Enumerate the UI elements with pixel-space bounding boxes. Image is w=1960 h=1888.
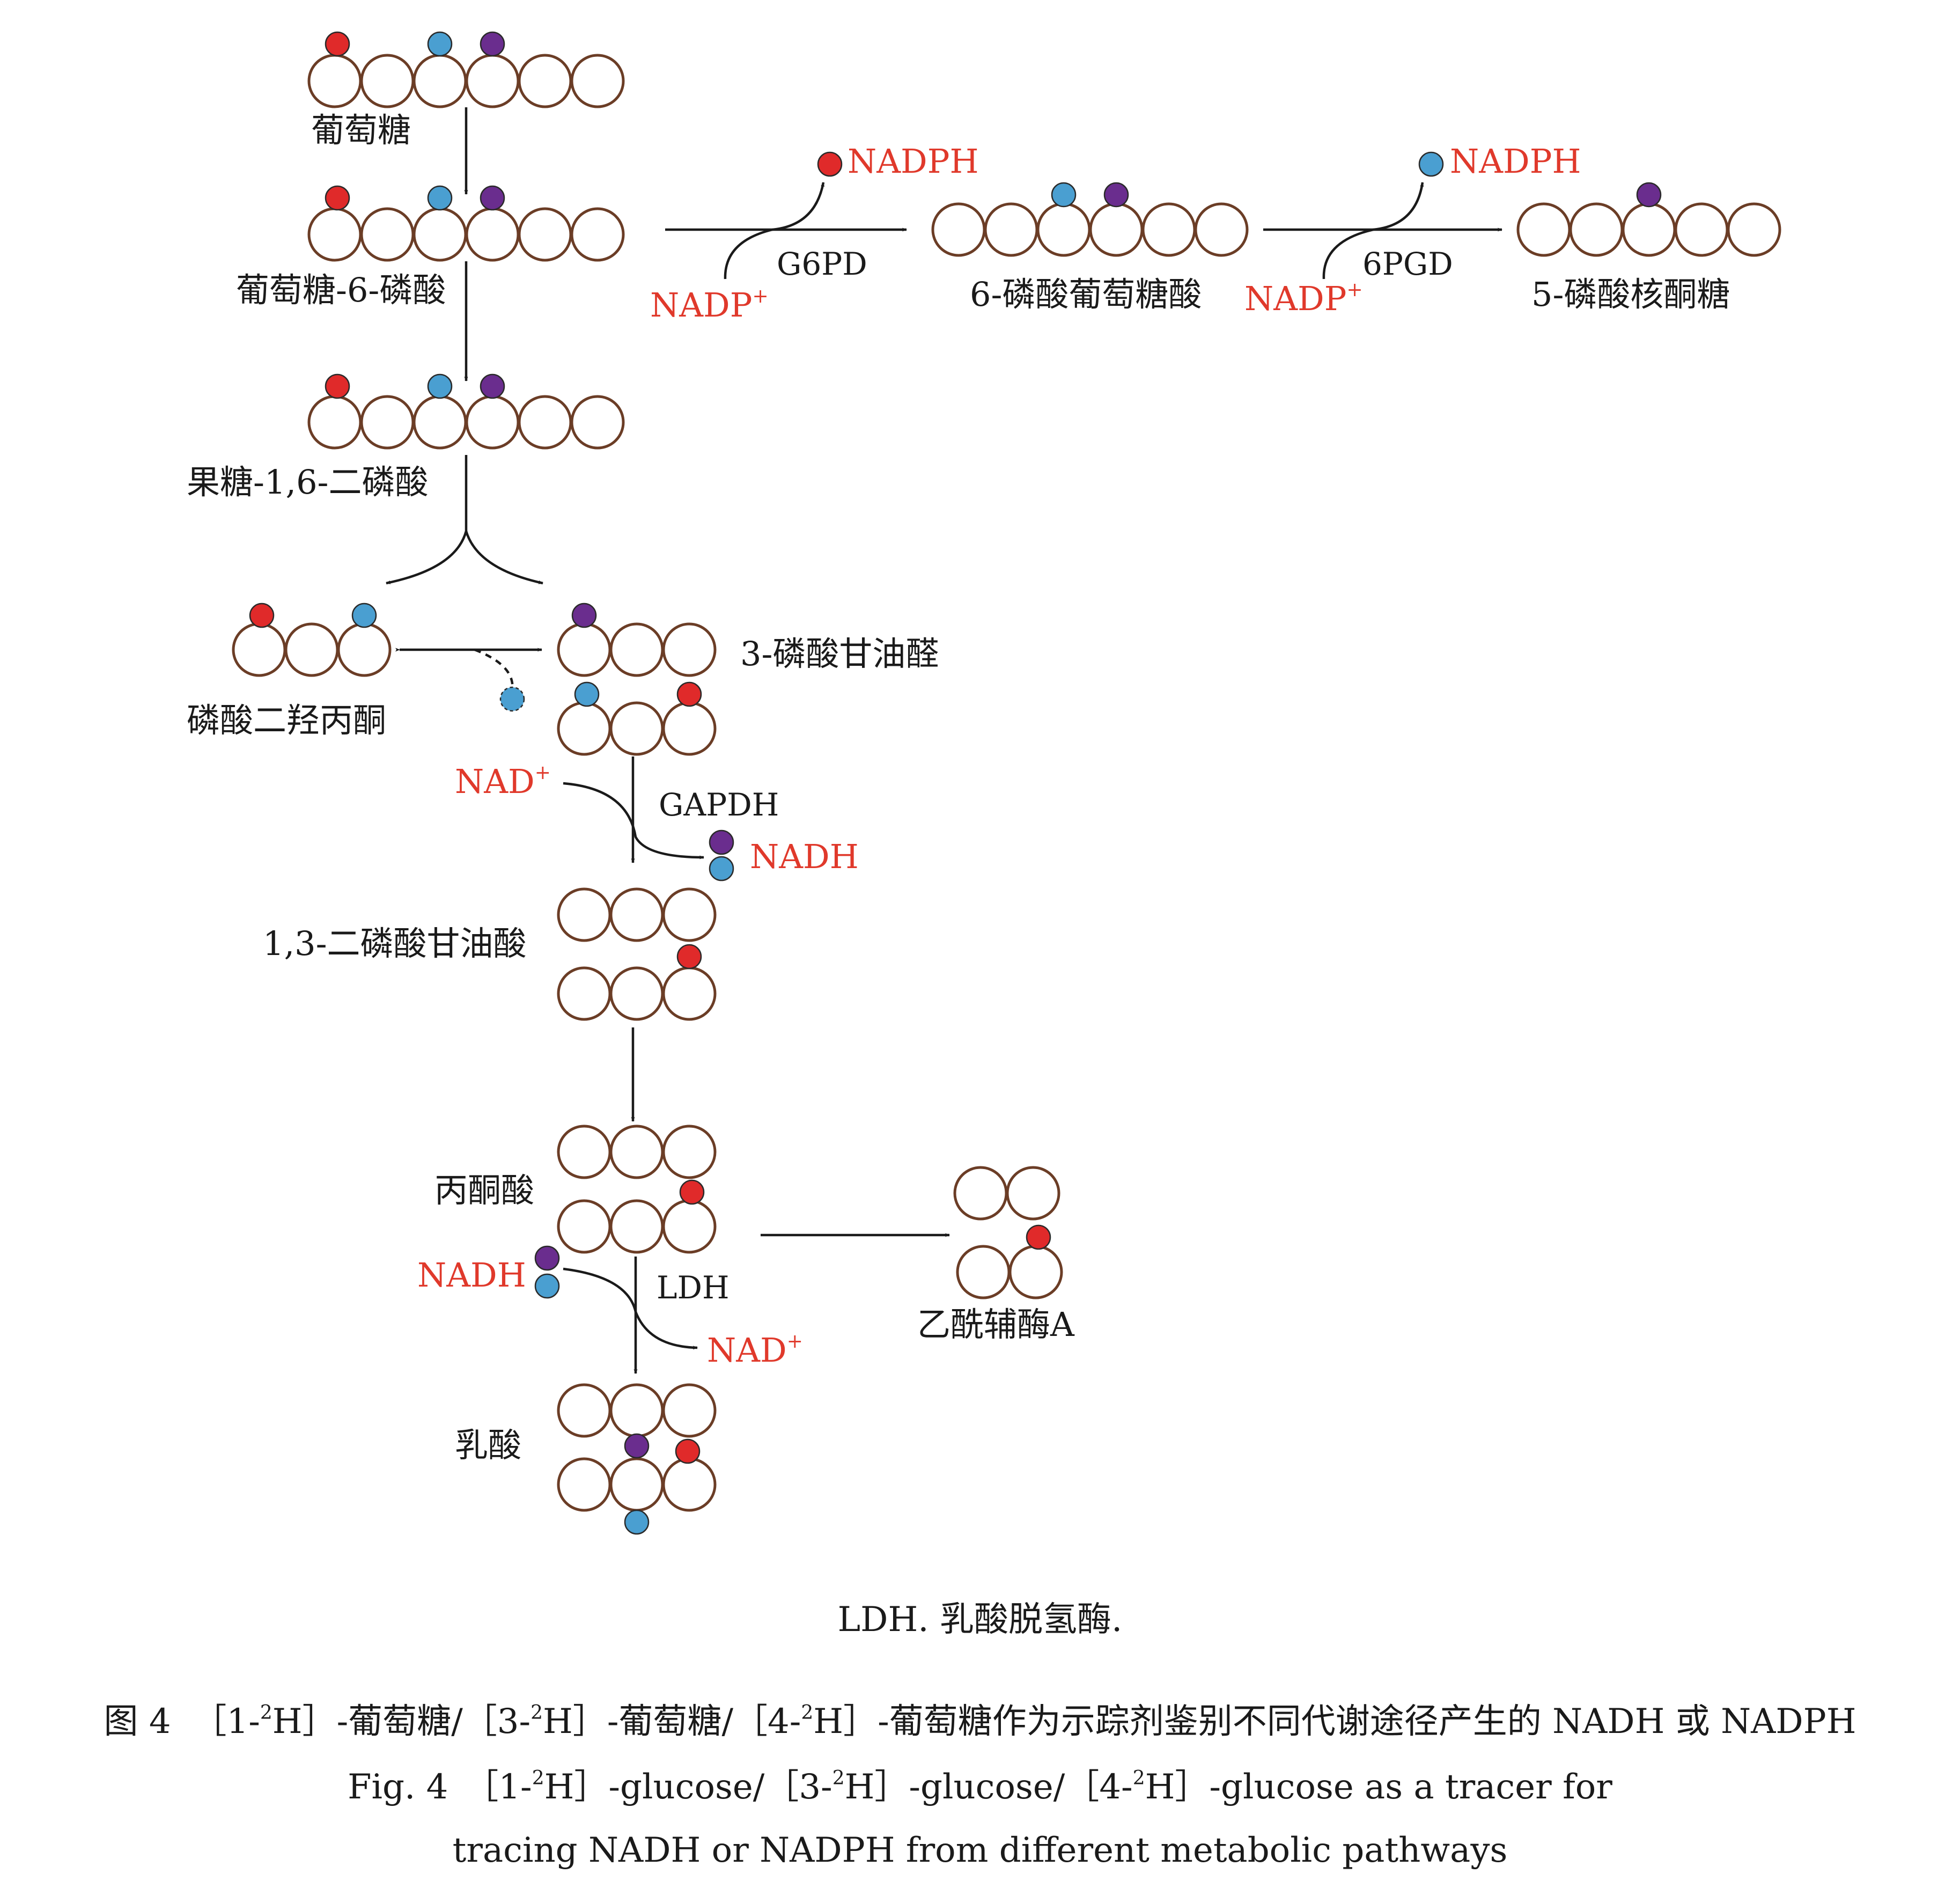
nadp-label-g6pd: NADP+ [650, 285, 769, 325]
dhap-chain [232, 603, 392, 677]
deuterium-c4-atom [624, 1433, 650, 1459]
deuterium-c4-atom [571, 603, 597, 628]
deuterium-c1-atom [679, 1179, 705, 1205]
nadh-label-ldh: NADH [417, 1255, 526, 1295]
abbreviation-legend: LDH. 乳酸脱氢酶. [838, 1600, 1123, 1640]
lactate-chain-b [557, 1433, 717, 1535]
figure-caption-english-line2: tracing NADH or NADPH from different met… [453, 1831, 1508, 1870]
nadh-hydride-blue-atom [534, 1273, 560, 1299]
dhap-label: 磷酸二羟丙酮 [187, 701, 386, 740]
g3p-label: 3-磷酸甘油醛 [740, 634, 939, 673]
pyruvate-label: 丙酮酸 [434, 1171, 534, 1210]
pyruvate-chain-b [557, 1179, 717, 1254]
deuterium-c3-atom [427, 31, 453, 57]
deuterium-c1-atom [1026, 1224, 1051, 1250]
nadh-hydride-blue-atom [709, 856, 734, 881]
bpg-label: 1,3-二磷酸甘油酸 [263, 924, 527, 963]
deuterium-c3-atom [427, 373, 453, 399]
6pg-label: 6-磷酸葡萄糖酸 [970, 275, 1202, 314]
nad-label-gapdh: NAD+ [455, 762, 551, 801]
pyruvate-chain-a [557, 1125, 717, 1179]
glucose-chain [307, 31, 625, 108]
nadh-hydride-purple-atom [534, 1245, 560, 1271]
gapdh-label: GAPDH [659, 787, 779, 823]
lactate-label: 乳酸 [455, 1426, 521, 1465]
deuterium-c3-atom [351, 603, 377, 628]
deuterium-c1-atom [325, 185, 350, 211]
f16bp-label: 果糖-1,6-二磷酸 [187, 462, 429, 502]
exchanged-deuterium-atom [499, 686, 525, 712]
nadp-label-6pgd: NADP+ [1244, 279, 1363, 318]
acetyl-coa-chain-a [953, 1166, 1060, 1221]
deuterium-c4-atom [480, 185, 505, 211]
g6p-label: 葡萄糖-6-磷酸 [236, 270, 446, 310]
acetyl-coa-label: 乙酰辅酶A [917, 1305, 1075, 1344]
nadph-hydride-blue-atom [1418, 151, 1444, 177]
arrow-nadh-to-nad [563, 1267, 698, 1350]
6pgd-label: 6PGD [1362, 246, 1453, 282]
deuterium-c3-atom [574, 681, 600, 707]
lactate-chain-a [557, 1383, 717, 1438]
deuterium-c1-atom [675, 1438, 701, 1464]
acetyl-coa-chain-b [956, 1224, 1063, 1299]
g3p-chain-b [557, 681, 717, 756]
nadh-hydride-purple-atom [709, 829, 734, 855]
figure-caption-english-line1: Fig. 4［1-2H］-glucose/［3-2H］-glucose/［4-2… [348, 1767, 1612, 1807]
deuterium-c1-atom [325, 373, 350, 399]
g3p-chain-a [557, 603, 717, 677]
f16bp-chain [307, 373, 625, 450]
arrow-nad-to-nadh [563, 782, 704, 859]
deuterium-c4-atom [1103, 182, 1129, 208]
nad-label-ldh: NAD+ [707, 1331, 803, 1370]
nadph-label-g6pd: NADPH [848, 142, 979, 181]
bpg-chain-b [557, 944, 717, 1021]
ru5p-chain [1516, 182, 1781, 257]
dashed-exchange-arrow [474, 648, 514, 690]
deuterium-c3-atom [427, 185, 453, 211]
arrow-aldolase-left [386, 455, 468, 585]
ldh-label: LDH [657, 1269, 730, 1306]
deuterium-c3-atom [624, 1509, 650, 1535]
deuterium-c1-atom [676, 944, 702, 969]
deuterium-c3-atom [1051, 182, 1077, 208]
figure-caption-chinese: 图 4［1-2H］-葡萄糖/［3-2H］-葡萄糖/［4-2H］-葡萄糖作为示踪剂… [104, 1702, 1856, 1742]
6pg-chain [931, 182, 1249, 257]
bpg-chain-a [557, 887, 717, 942]
arrow-aldolase-right [465, 531, 543, 585]
nadph-label-6pgd: NADPH [1450, 142, 1581, 181]
deuterium-c1-atom [325, 31, 350, 57]
arrow-nadp-to-nadph-6pgd [1322, 182, 1424, 280]
nadph-hydride-red-atom [817, 151, 843, 177]
deuterium-c1-atom [676, 681, 702, 707]
arrow-nadp-to-nadph-g6pd [724, 182, 825, 280]
nadh-label-gapdh: NADH [750, 837, 859, 876]
ru5p-label: 5-磷酸核酮糖 [1531, 275, 1730, 314]
deuterium-c4-atom [1636, 182, 1662, 208]
g6p-chain [307, 185, 625, 262]
deuterium-c4-atom [480, 373, 505, 399]
g6pd-label: G6PD [777, 246, 867, 282]
deuterium-c4-atom [480, 31, 505, 57]
deuterium-c1-atom [249, 603, 275, 628]
glucose-label: 葡萄糖 [311, 111, 411, 150]
